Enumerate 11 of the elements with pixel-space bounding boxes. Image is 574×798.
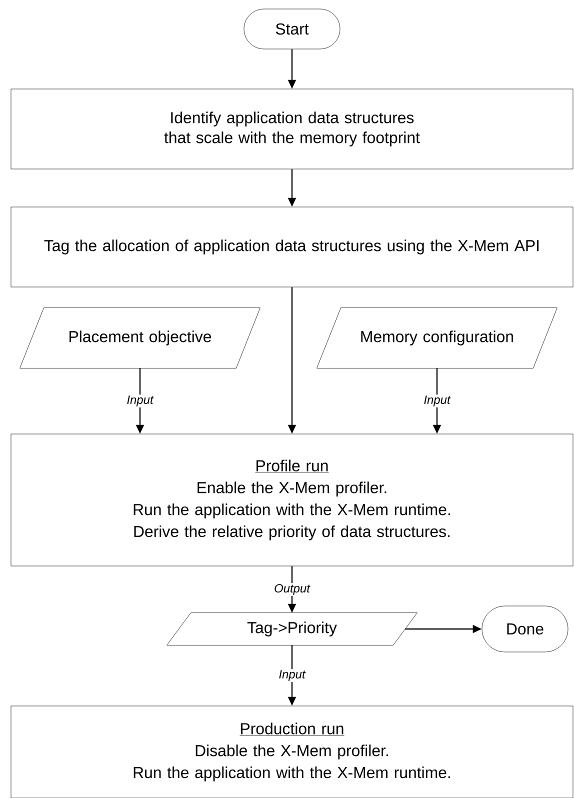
process-box: Profile run Enable the X-Mem profiler. Run the application with the X-Mem runtime. Derive the relative priority of data structures. xyxy=(10,434,574,566)
edge-label: Input xyxy=(422,394,452,408)
process-box: Identify application data structures that scale with the memory footprint xyxy=(10,88,574,170)
edge-label: Input xyxy=(126,394,154,408)
edge-label: Input xyxy=(278,669,306,682)
data-parallelogram: Memory configuration xyxy=(316,308,558,368)
edge-label: Output xyxy=(273,583,311,596)
data-parallelogram: Tag->Priority xyxy=(166,612,418,646)
process-box: Tag the allocation of application data structures using the X-Mem API xyxy=(10,206,574,288)
data-parallelogram: Placement objective xyxy=(20,308,260,368)
process-box: Production run Disable the X-Mem profiler. Run the application with the X-Mem runtime. xyxy=(10,706,574,798)
